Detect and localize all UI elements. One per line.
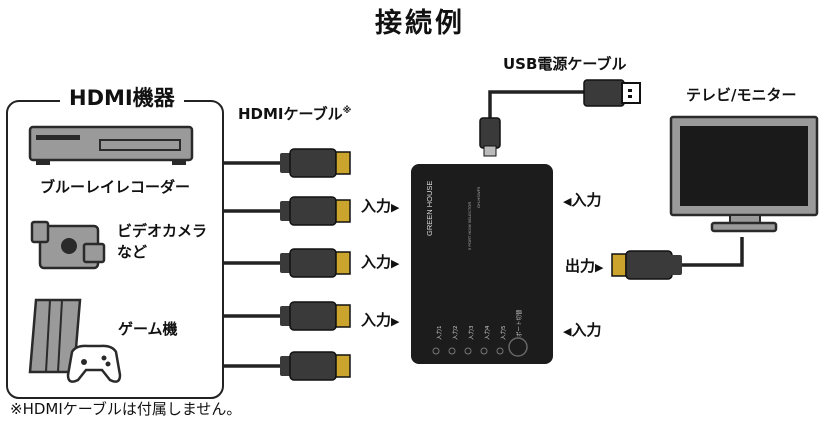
footnote: ※HDMIケーブルは付属しません。	[10, 400, 242, 418]
selector-brand: GREEN HOUSE	[425, 181, 434, 236]
input-text: 入力	[361, 197, 392, 215]
selector-port-label-3: 入力3	[467, 325, 475, 340]
hdmi-devices-group-label: HDMI機器	[60, 88, 184, 109]
output-label: 出力▶	[565, 259, 603, 274]
selector-port-label-5: 入力5	[499, 325, 507, 340]
hdmi-plug	[280, 351, 351, 381]
arrow-left-icon: ◀	[563, 195, 572, 208]
selector-port-label-4: 入力4	[483, 325, 491, 340]
arrow-right-icon: ▶	[391, 201, 400, 214]
arrow-right-icon: ▶	[391, 315, 400, 328]
selector-port-label-1: 入力1	[435, 326, 443, 341]
output-text: 出力	[565, 257, 596, 275]
diagram-title: 接続例	[375, 8, 465, 39]
input-text: 入力	[571, 321, 602, 339]
game-console-icon	[28, 298, 122, 383]
arrow-right-icon: ▶	[391, 257, 400, 270]
blu-ray-recorder-label: ブルーレイレコーダー	[40, 178, 191, 196]
game-console-label: ゲーム機	[118, 320, 178, 338]
hdmi-output-cable	[682, 237, 744, 267]
arrow-left-icon: ◀	[563, 325, 572, 338]
blu-ray-recorder-icon	[28, 125, 194, 165]
hdmi-cable-label: HDMIケーブル※	[238, 107, 351, 122]
hdmi-selector-device: GREEN HOUSE 5 PORT HDMI SELECTOR GH-HSWF…	[411, 164, 553, 364]
hdmi-plug	[280, 301, 351, 331]
selector-port-label-2: 入力2	[451, 326, 459, 341]
input-label-left-1: 入力▶	[361, 199, 399, 214]
input-label-right-2: ◀入力	[563, 323, 601, 338]
input-text: 入力	[361, 253, 392, 271]
hdmi-cables-left	[223, 161, 280, 368]
arrow-right-icon: ▶	[595, 261, 604, 274]
hdmi-plug	[280, 248, 351, 278]
usb-cable-label: USB電源ケーブル	[503, 55, 627, 73]
selector-button-label: ポート切替	[515, 309, 523, 337]
input-label-left-2: 入力▶	[361, 255, 399, 270]
input-label-right-1: ◀入力	[563, 193, 601, 208]
hdmi-plug-output	[611, 250, 682, 280]
input-text: 入力	[571, 191, 602, 209]
hdmi-plug	[280, 148, 351, 178]
usb-cable	[479, 79, 641, 157]
tv-monitor-label: テレビ/モニター	[686, 86, 797, 104]
hdmi-cable-footnote-mark: ※	[342, 106, 352, 116]
tv-monitor-icon	[669, 115, 819, 233]
hdmi-cable-label-text: HDMIケーブル	[238, 105, 343, 123]
input-label-left-3: 入力▶	[361, 313, 399, 328]
selector-model: 5 PORT HDMI SELECTOR	[467, 202, 472, 250]
input-text: 入力	[361, 311, 392, 329]
video-camera-icon	[30, 220, 106, 270]
hdmi-plug	[280, 196, 351, 226]
selector-model-code: GH-HSWF5	[476, 186, 481, 208]
port-switch-button	[508, 337, 528, 357]
video-camera-label-line2: など	[117, 243, 148, 261]
video-camera-label-line1: ビデオカメラ	[117, 222, 208, 240]
